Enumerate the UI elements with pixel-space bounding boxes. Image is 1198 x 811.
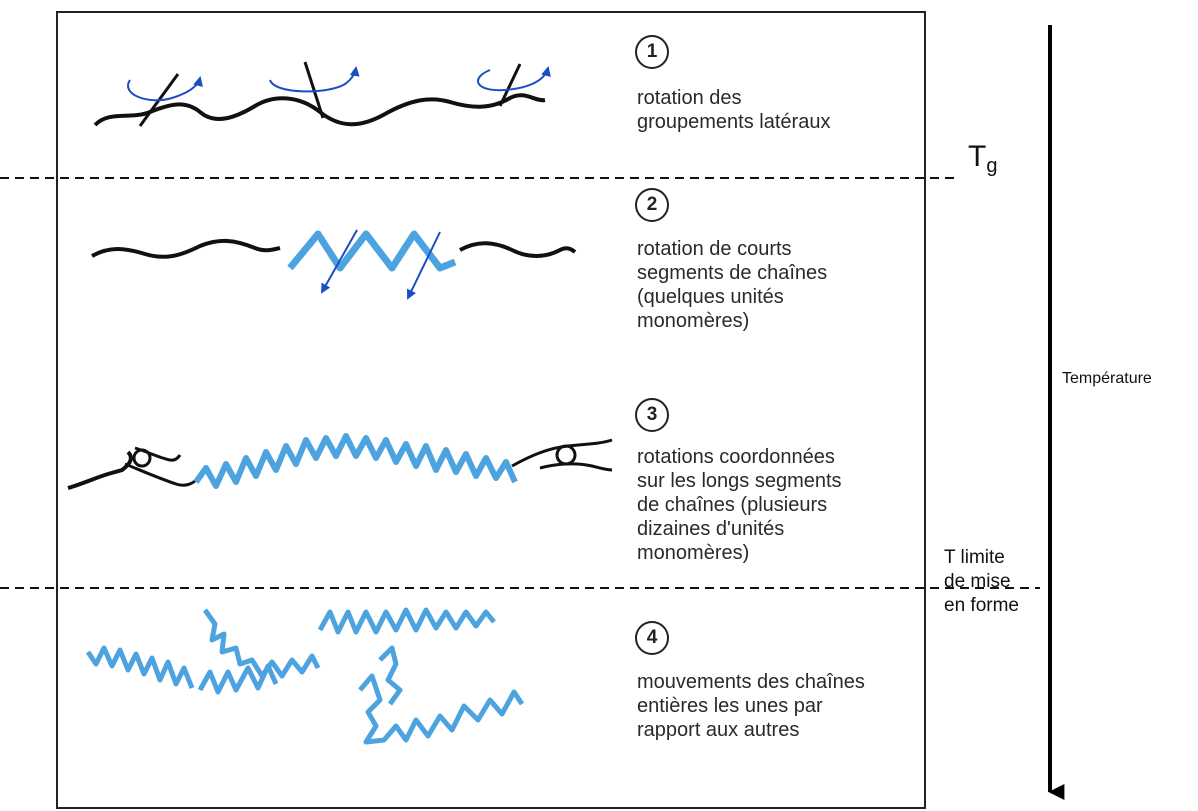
level-4-illustration	[85, 607, 525, 745]
mobile-chain	[85, 645, 195, 689]
shaping-limit-label: T limite de mise en forme	[944, 546, 1019, 618]
description-line: rotation de courts	[637, 238, 792, 260]
mobile-chain	[202, 608, 321, 679]
level-1-description: rotation des groupements latéraux	[637, 86, 830, 134]
rotation-arrow	[269, 66, 360, 93]
mobile-chain	[358, 673, 525, 745]
description-line: (quelques unités	[637, 286, 784, 308]
description-line: dizaines d'unités	[637, 518, 785, 540]
diagram-frame	[56, 11, 926, 809]
main-chain	[459, 241, 577, 258]
side-group	[498, 63, 522, 107]
level-2-illustration	[91, 229, 577, 300]
description-line: mouvements des chaînes	[637, 671, 865, 693]
rotation-arrow	[477, 66, 551, 92]
main-chain	[539, 462, 613, 472]
main-chain	[67, 450, 133, 490]
description-line: rapport aux autres	[637, 719, 800, 741]
description-line: groupements latéraux	[637, 111, 831, 133]
temperature-axis-label: Température	[1062, 370, 1152, 387]
entanglement-knot	[555, 444, 577, 466]
limit-label-line: T limite	[944, 547, 1005, 568]
limit-label-line: en forme	[944, 595, 1019, 616]
tg-label: Tg	[968, 140, 998, 177]
description-line: rotation des	[637, 87, 742, 109]
rotation-arrow	[321, 229, 358, 294]
step-number-1: 1	[635, 35, 669, 69]
rotation-arrow	[406, 231, 441, 300]
mobile-chain	[378, 645, 403, 706]
step-number-3: 3	[635, 398, 669, 432]
description-line: segments de chaînes	[637, 262, 828, 284]
level-3-illustration	[67, 433, 613, 490]
main-chain	[124, 462, 198, 487]
mobile-chain	[197, 663, 279, 695]
description-line: monomères)	[637, 310, 750, 332]
main-chain	[134, 446, 182, 462]
side-group	[303, 61, 325, 119]
level-3-description: rotations coordonnées sur les longs segm…	[637, 445, 842, 565]
description-line: monomères)	[637, 542, 750, 564]
mobile-segment	[193, 433, 518, 489]
step-number-4: 4	[635, 621, 669, 655]
main-chain	[91, 239, 281, 259]
description-line: de chaînes (plusieurs	[637, 494, 828, 516]
level-4-description: mouvements des chaînes entières les unes…	[637, 670, 865, 742]
rotation-arrow	[127, 76, 203, 102]
tg-subscript: g	[986, 155, 998, 177]
tg-main: T	[968, 140, 987, 173]
description-line: rotations coordonnées	[637, 446, 835, 468]
limit-label-line: de mise	[944, 571, 1011, 592]
step-number-2: 2	[635, 188, 669, 222]
mobile-chain	[317, 607, 496, 635]
level-2-description: rotation de courts segments de chaînes (…	[637, 237, 827, 333]
level-1-illustration	[93, 61, 551, 127]
description-line: entières les unes par	[637, 695, 823, 717]
mobile-segment	[287, 230, 457, 272]
description-line: sur les longs segments	[637, 470, 842, 492]
